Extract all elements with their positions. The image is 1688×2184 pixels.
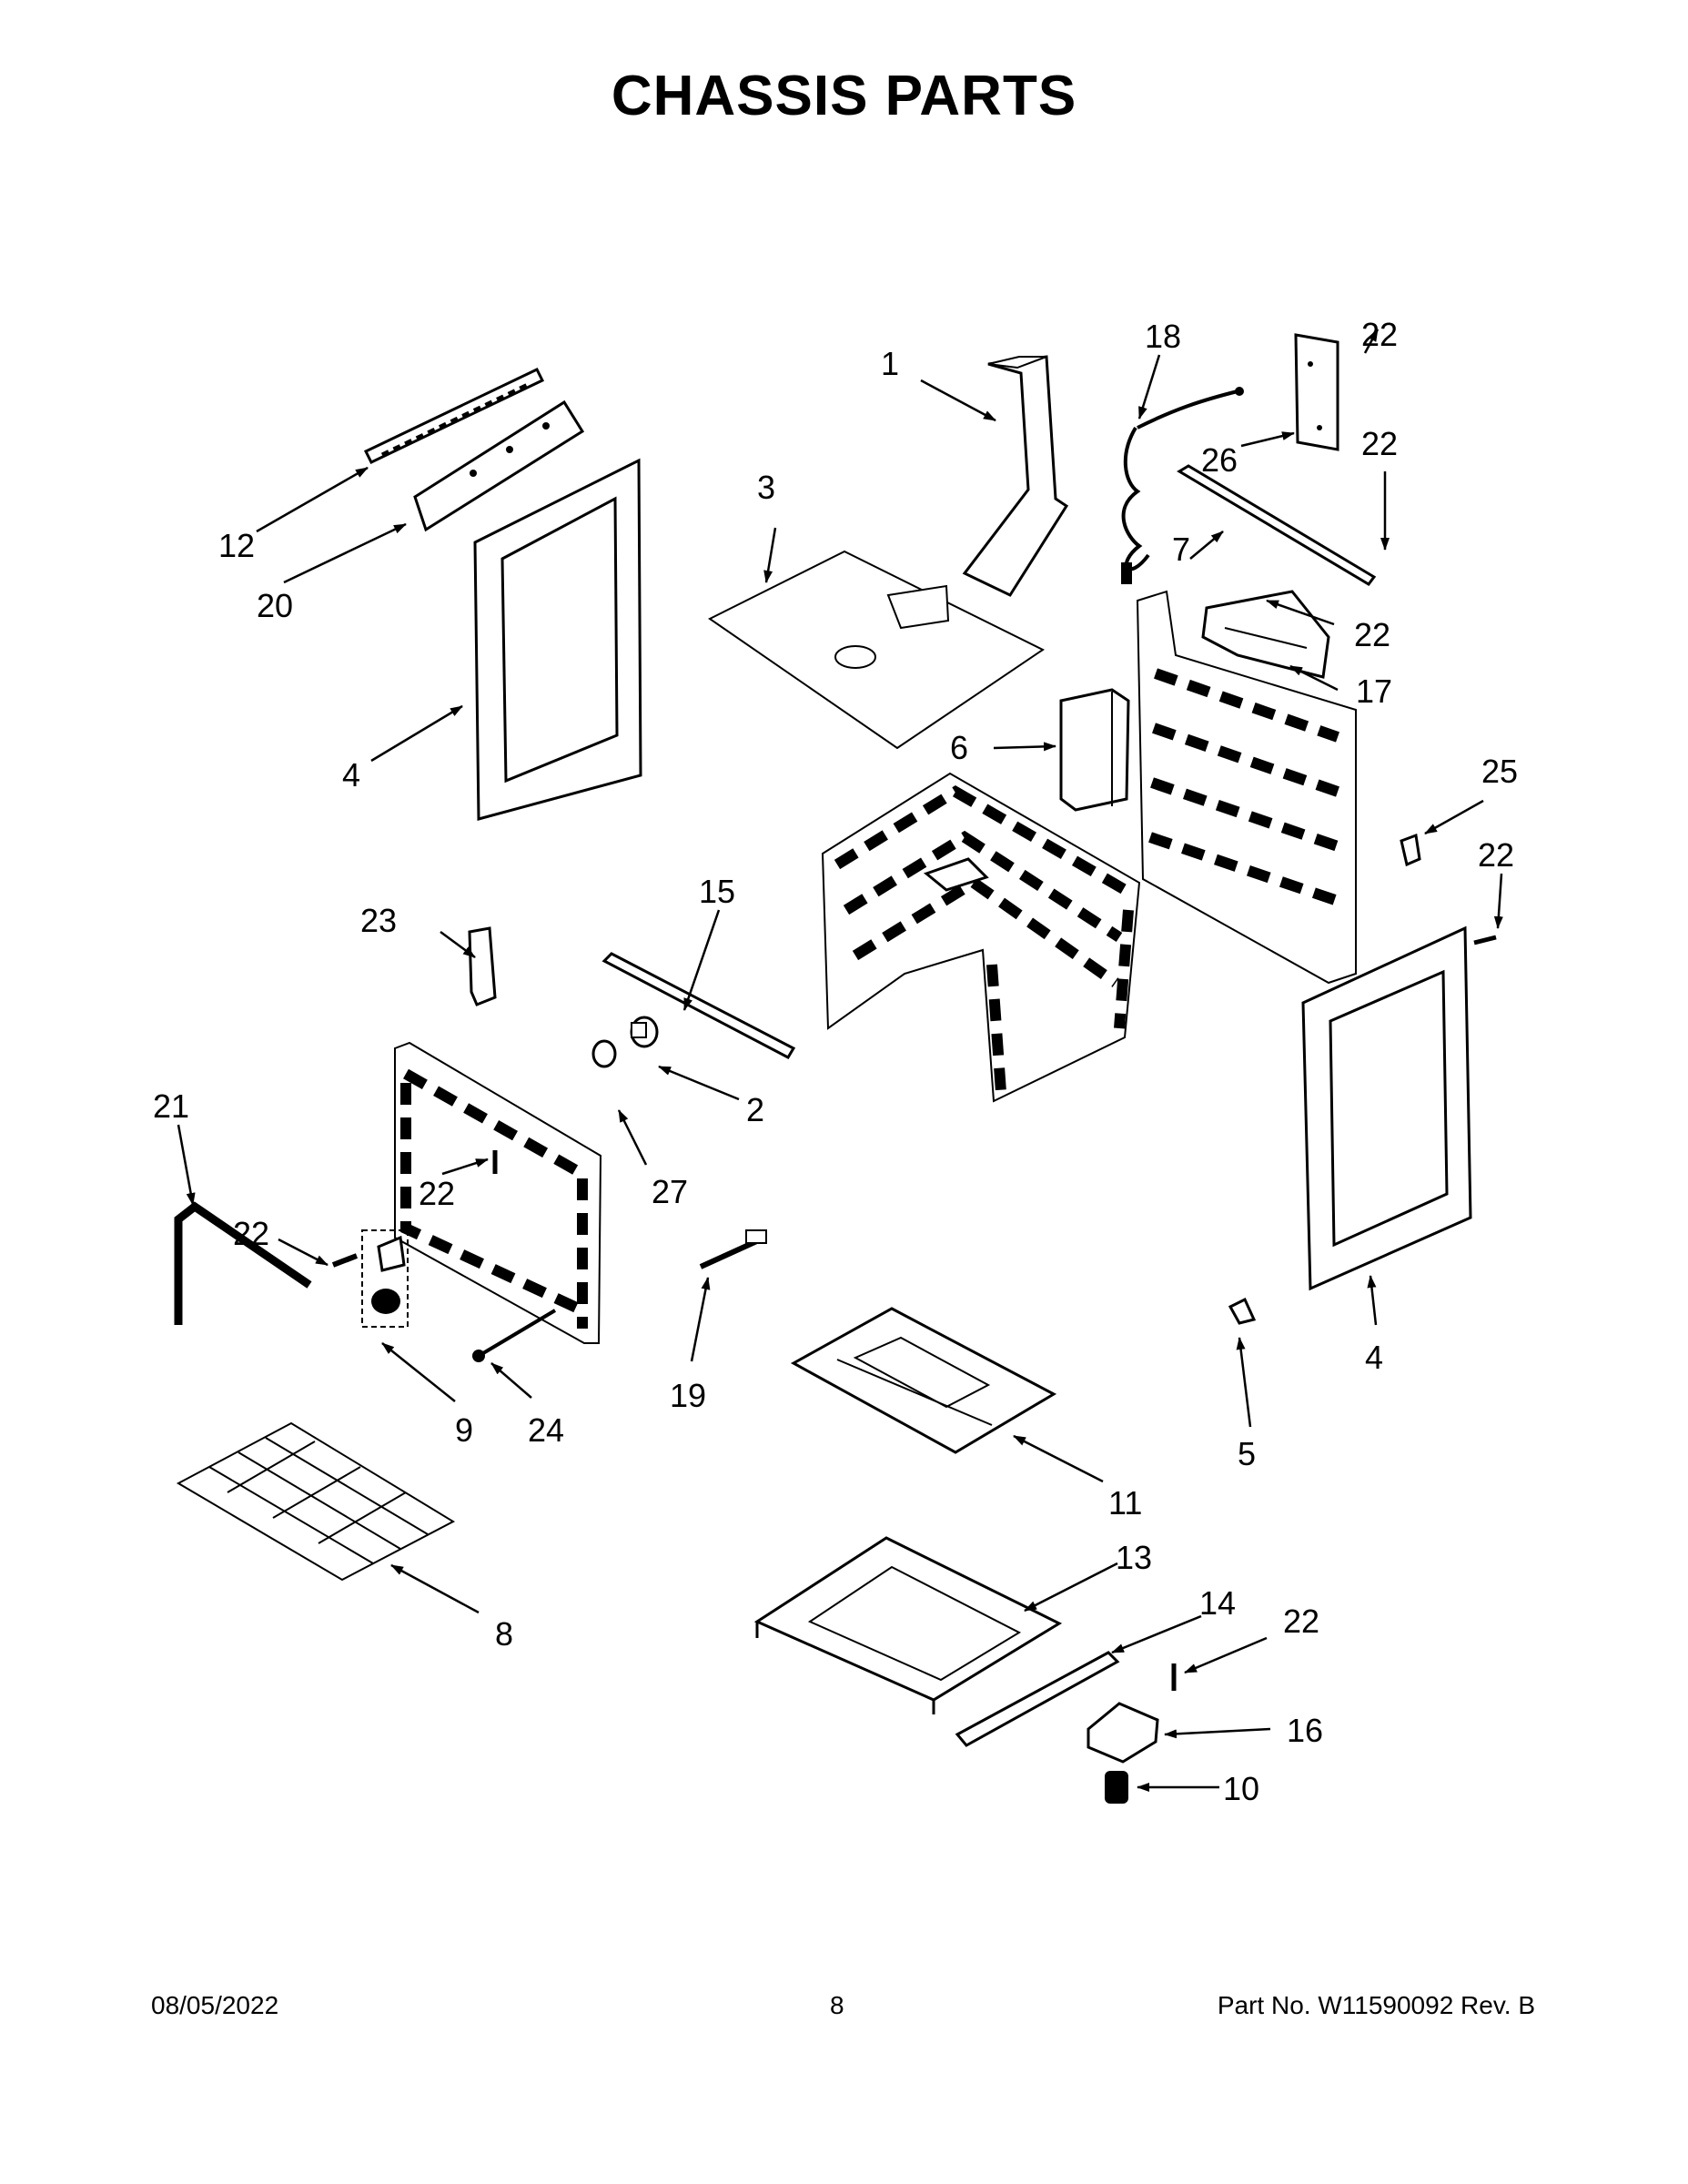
part-23-latch [468,926,497,1006]
part-4-left-side-panel [473,458,642,821]
callout-11: 11 [1108,1484,1142,1522]
part-15-front-strip [601,952,796,1059]
callout-7: 7 [1172,531,1190,568]
part-13-drawer [753,1536,1063,1714]
callout-13: 13 [1116,1539,1152,1576]
callout-22-bracket: 22 [1354,616,1390,653]
oven-cavity [821,772,1141,1103]
page-title: CHASSIS PARTS [611,65,1077,127]
screw-22-left [331,1253,359,1268]
callout-4-right: 4 [1365,1339,1383,1376]
callout-10: 10 [1223,1770,1259,1807]
callout-22-top-right: 22 [1361,425,1398,462]
callout-4-left: 4 [342,756,360,794]
callout-6: 6 [950,729,968,766]
callout-5: 5 [1238,1435,1256,1472]
part-21-rod [174,1201,312,1325]
callout-2: 2 [746,1091,764,1128]
part-17-control-bracket [1201,590,1330,679]
part-25-clip [1400,833,1421,867]
callout-22-frame: 22 [419,1175,455,1212]
callout-8: 8 [495,1615,513,1653]
callout-25: 25 [1481,753,1518,790]
leader-lines [177,329,1503,1792]
callout-23: 23 [360,902,397,939]
callout-19: 19 [670,1377,706,1414]
callout-15: 15 [699,873,735,910]
callout-3: 3 [757,469,775,506]
callout-20: 20 [257,587,293,624]
callout-12: 12 [218,527,255,564]
part-4-right-side-panel [1301,925,1472,1291]
part-9-leveling-leg [361,1229,409,1328]
callout-21: 21 [153,1087,189,1125]
part-27-knob [591,1039,617,1068]
part-26-mounting-plate [1294,333,1339,451]
callout-22-leg: 22 [233,1215,269,1252]
callout-22-26: 22 [1361,316,1398,353]
callout-26: 26 [1201,441,1238,479]
part-19-sensor [699,1229,767,1269]
callout-16: 16 [1287,1712,1323,1749]
screw-22-right [1473,935,1497,945]
callout-18: 18 [1145,318,1181,355]
footer-date: 08/05/2022 [151,1991,279,2019]
part-5-clip [1228,1297,1257,1325]
part-3-top-plate [708,550,1045,750]
part-10-leg [1105,1771,1128,1804]
callout-24: 24 [528,1411,564,1449]
callout-27: 27 [652,1173,688,1210]
footer-page-number: 8 [830,1991,844,2019]
part-1-vent-duct [962,355,1069,597]
part-20-bracket [413,399,585,532]
part-18-power-cord [1121,387,1244,584]
callout-14: 14 [1199,1584,1236,1622]
part-8-oven-rack [176,1421,456,1582]
part-12-trim-strip [363,368,545,464]
part-16-anti-tip-bracket [1087,1702,1159,1764]
callout-17: 17 [1356,672,1392,710]
callout-22-bottom: 22 [1283,1603,1319,1640]
part-7-support-rail [1177,464,1377,586]
callout-22-side: 22 [1478,836,1514,874]
screw-24 [472,1309,557,1362]
part-11-bottom-panel [790,1307,1057,1454]
callout-labels: 1 2 3 4 4 5 6 7 8 9 10 11 12 13 14 15 16… [153,316,1518,1807]
footer-part-number: Part No. W11590092 Rev. B [1217,1991,1535,2019]
front-frame [394,1041,602,1344]
part-14-drawer-rail [955,1651,1120,1747]
rear-panel [1136,590,1357,985]
part-2-knob [630,1016,659,1048]
part-6-electronic-module [1059,688,1130,812]
callout-1: 1 [881,345,899,382]
callout-9: 9 [455,1411,473,1449]
